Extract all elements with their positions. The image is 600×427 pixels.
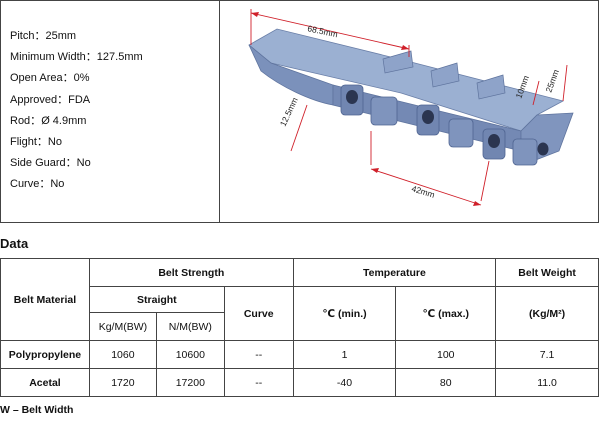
- spec-pitch: Pitch：25mm: [10, 30, 77, 42]
- belt-data-table: Belt Material Belt Strength Temperature …: [0, 258, 599, 397]
- spec-approved: Approved：FDA: [10, 93, 91, 106]
- row-weight: 11.0: [495, 368, 599, 397]
- spec-flight: Flight：No: [10, 136, 62, 149]
- belt-ridge-3: [476, 74, 506, 100]
- hinge-knuckles: [340, 84, 549, 166]
- header-weight-unit: (Kg/M²): [495, 286, 599, 341]
- panel-divider: [219, 0, 220, 223]
- row-material: Acetal: [0, 368, 90, 397]
- header-straight: Straight: [88, 286, 225, 313]
- spec-rod: Rod：Ø 4.9mm: [10, 114, 87, 127]
- section-title: Data: [0, 236, 29, 251]
- dim-length-label: 68.5mm: [307, 23, 339, 39]
- header-nm: N/M(BW): [155, 312, 225, 341]
- belt-ridge-1: [382, 50, 414, 74]
- spec-side-guard: Side Guard：No: [10, 157, 91, 170]
- row-tmax: 80: [395, 368, 497, 397]
- belt-module-drawing: 68.5mm 12.5mm 42mm 10mm 25mm: [248, 9, 574, 206]
- header-temperature: Temperature: [292, 258, 497, 287]
- dim-span-label: 42mm: [410, 183, 436, 199]
- row-tmax: 100: [395, 340, 497, 369]
- header-belt-strength: Belt Strength: [88, 258, 294, 287]
- dimension-arrows: [251, 12, 481, 206]
- spec-list: Pitch：25mm Minimum Width：127.5mm Open Ar…: [10, 26, 143, 196]
- row-nm: 17200: [155, 368, 225, 397]
- dim-height2-label: 25mm: [543, 68, 560, 94]
- row-tmin: 1: [292, 340, 397, 369]
- row-curve: --: [223, 340, 294, 369]
- row-curve: --: [223, 368, 294, 397]
- belt-ridge-2: [430, 62, 460, 88]
- row-tmin: -40: [292, 368, 397, 397]
- row-kgm: 1720: [88, 368, 157, 397]
- row-kgm: 1060: [88, 340, 157, 369]
- spec-open-area: Open Area：0%: [10, 72, 90, 85]
- spec-min-width: Minimum Width：127.5mm: [10, 51, 143, 64]
- header-temp-min: ℃ (min.): [292, 286, 397, 341]
- row-weight: 7.1: [495, 340, 599, 369]
- spec-curve: Curve：No: [10, 178, 65, 191]
- header-curve: Curve: [223, 286, 294, 341]
- spec-panel: [0, 0, 599, 223]
- header-belt-material: Belt Material: [0, 258, 90, 341]
- table-row: Polypropylene 1060 10600 -- 1 100 7.1: [0, 340, 599, 369]
- header-temp-max: ℃ (max.): [395, 286, 497, 341]
- header-belt-weight: Belt Weight: [495, 258, 599, 287]
- belt-width-note: W – Belt Width: [0, 404, 74, 416]
- row-material: Polypropylene: [0, 340, 90, 369]
- table-row: Acetal 1720 17200 -- -40 80 11.0: [0, 368, 599, 397]
- row-nm: 10600: [155, 340, 225, 369]
- dim-depth-label: 12.5mm: [278, 96, 300, 128]
- header-kgm: Kg/M(BW): [88, 312, 157, 341]
- dimension-lines: [250, 9, 568, 206]
